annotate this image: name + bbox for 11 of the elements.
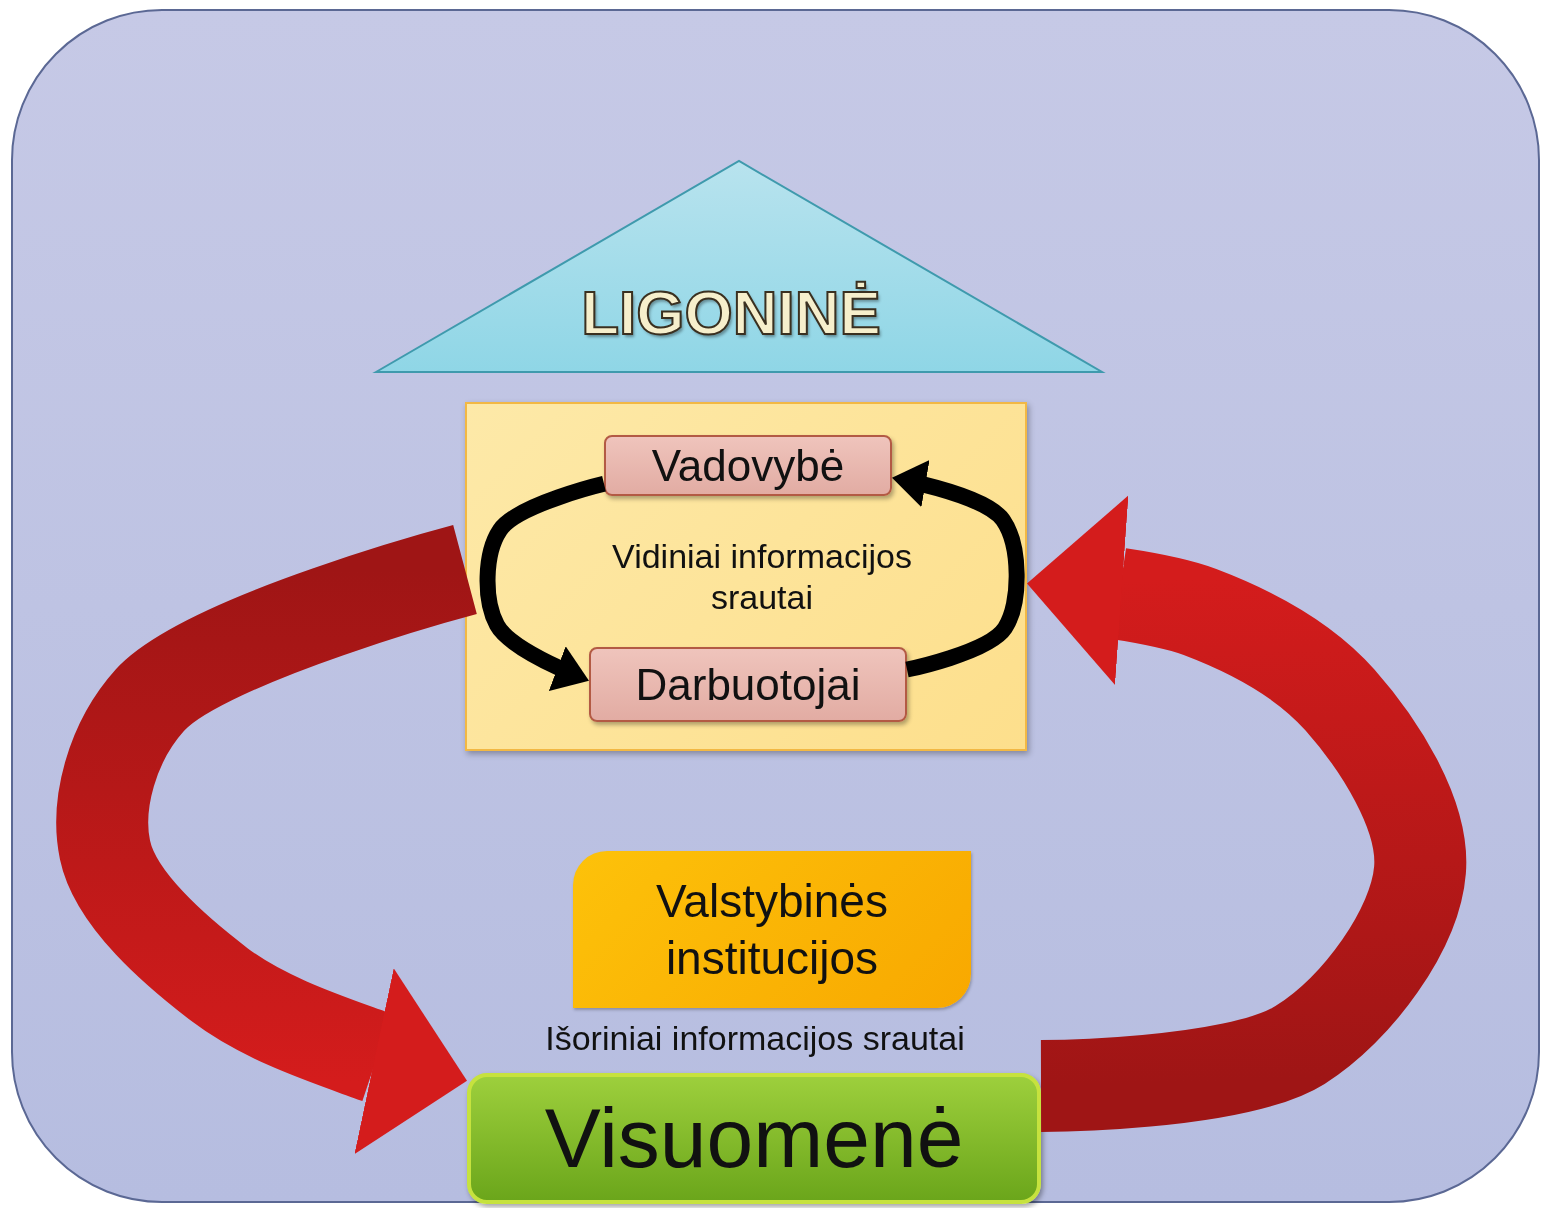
institution-box: Valstybinės institucijos bbox=[573, 851, 971, 1008]
hospital-panel bbox=[465, 402, 1027, 751]
external-flow-label: Išoriniai informacijos srautai bbox=[544, 1018, 966, 1059]
hospital-title: LIGONINĖ bbox=[580, 277, 882, 349]
public-box: Visuomenė bbox=[467, 1073, 1041, 1204]
cycle-arrow bbox=[890, 460, 1025, 678]
internal-flow-label: Vidiniai informacijos srautai bbox=[611, 536, 913, 618]
role-box: Vadovybė bbox=[604, 435, 892, 496]
curved-arrow bbox=[56, 525, 478, 1154]
role-box: Darbuotojai bbox=[589, 647, 907, 722]
cycle-arrow bbox=[479, 476, 606, 691]
